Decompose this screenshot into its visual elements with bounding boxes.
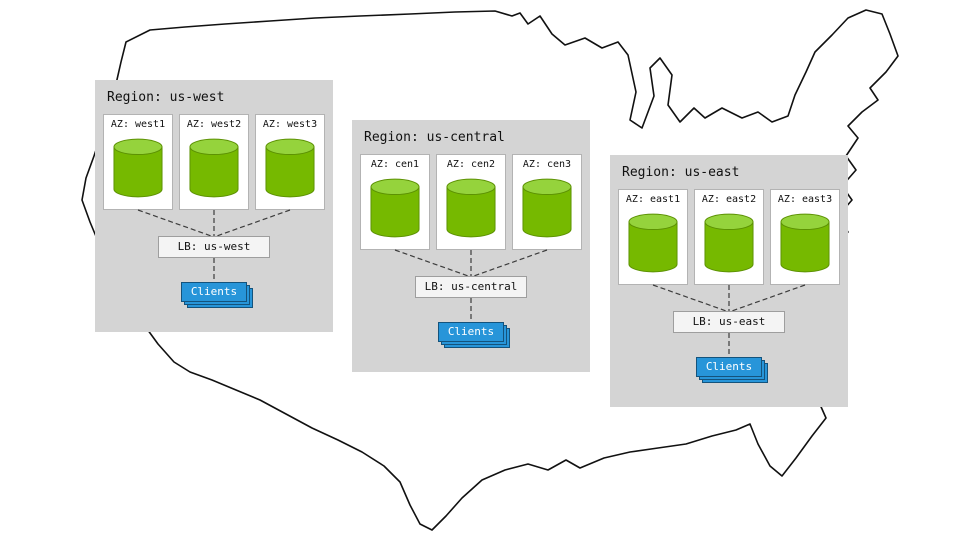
- region-card-us-west: Region: us-west AZ: west1 AZ: west2 AZ: …: [95, 80, 333, 332]
- clients-box: Clients: [438, 322, 504, 342]
- region-title: Region: us-central: [364, 130, 505, 145]
- az-row: AZ: cen1 AZ: cen2 AZ: cen3: [360, 154, 582, 250]
- az-box-cen1: AZ: cen1: [360, 154, 430, 250]
- az-box-west3: AZ: west3: [255, 114, 325, 210]
- database-cylinder-icon: [446, 178, 496, 238]
- az-box-east2: AZ: east2: [694, 189, 764, 285]
- database-cylinder-icon: [265, 138, 315, 198]
- database-cylinder-icon: [780, 213, 830, 273]
- az-label: AZ: cen1: [370, 159, 420, 170]
- az-label: AZ: east1: [625, 194, 681, 205]
- az-label: AZ: east2: [701, 194, 757, 205]
- az-label: AZ: cen2: [446, 159, 496, 170]
- az-label: AZ: east3: [777, 194, 833, 205]
- clients-box: Clients: [696, 357, 762, 377]
- az-box-cen2: AZ: cen2: [436, 154, 506, 250]
- az-label: AZ: west3: [262, 119, 318, 130]
- load-balancer-box: LB: us-east: [673, 311, 785, 333]
- database-cylinder-icon: [628, 213, 678, 273]
- clients-box: Clients: [181, 282, 247, 302]
- az-label: AZ: west1: [110, 119, 166, 130]
- load-balancer-box: LB: us-central: [415, 276, 527, 298]
- database-cylinder-icon: [522, 178, 572, 238]
- az-row: AZ: west1 AZ: west2 AZ: west3: [103, 114, 325, 210]
- az-label: AZ: cen3: [522, 159, 572, 170]
- load-balancer-box: LB: us-west: [158, 236, 270, 258]
- region-card-us-east: Region: us-east AZ: east1 AZ: east2 AZ: …: [610, 155, 848, 407]
- region-title: Region: us-west: [107, 90, 225, 105]
- az-label: AZ: west2: [186, 119, 242, 130]
- region-title: Region: us-east: [622, 165, 740, 180]
- database-cylinder-icon: [189, 138, 239, 198]
- database-cylinder-icon: [704, 213, 754, 273]
- az-box-west2: AZ: west2: [179, 114, 249, 210]
- region-card-us-central: Region: us-central AZ: cen1 AZ: cen2 AZ:…: [352, 120, 590, 372]
- az-box-cen3: AZ: cen3: [512, 154, 582, 250]
- az-box-west1: AZ: west1: [103, 114, 173, 210]
- database-cylinder-icon: [113, 138, 163, 198]
- az-box-east1: AZ: east1: [618, 189, 688, 285]
- az-row: AZ: east1 AZ: east2 AZ: east3: [618, 189, 840, 285]
- database-cylinder-icon: [370, 178, 420, 238]
- az-box-east3: AZ: east3: [770, 189, 840, 285]
